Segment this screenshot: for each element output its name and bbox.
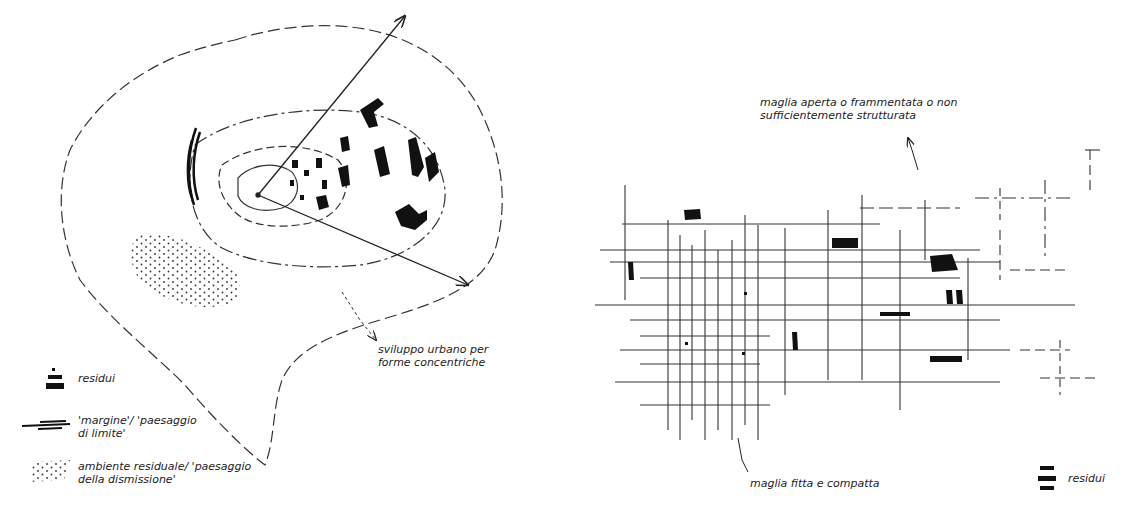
callout-label: sviluppo urbano per forme concentriche <box>378 343 513 369</box>
legend-label: residui <box>1068 472 1105 485</box>
callout-label: maglia aperta o frammentata o non suffic… <box>760 96 1040 122</box>
legend-label: ambiente residuale/ 'paesaggio della dis… <box>78 460 268 486</box>
legend-label: residui <box>78 372 115 385</box>
callout-label: maglia fitta e compatta <box>750 477 880 490</box>
legend-label: 'margine'/ 'paesaggio di limite' <box>78 414 208 440</box>
